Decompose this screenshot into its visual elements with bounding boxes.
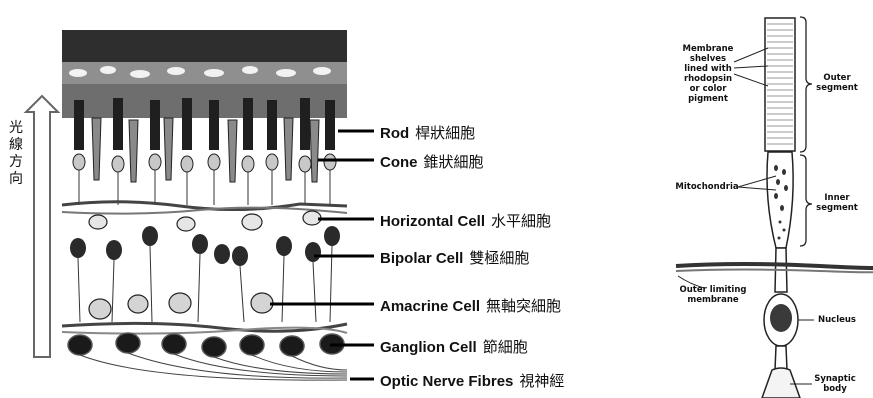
ganglion-cells xyxy=(68,333,344,357)
label-rod: Rod桿狀細胞 xyxy=(380,122,475,143)
label-bipolar-cell: Bipolar Cell雙極細胞 xyxy=(380,247,529,268)
amacrine-cells xyxy=(89,293,273,319)
label-horizontal-cell: Horizontal Cell水平細胞 xyxy=(380,210,551,231)
light-direction-arrow xyxy=(26,96,58,357)
receptor-bodies xyxy=(73,154,336,172)
synaptic-body-shape xyxy=(762,368,800,398)
bipolar-cells xyxy=(70,226,340,266)
outer-limiting-membrane-band xyxy=(676,264,873,268)
label-amacrine-cell: Amacrine Cell無軸突細胞 xyxy=(380,295,561,316)
label-mitochondria: Mitochondria xyxy=(674,182,740,192)
label-outer-limiting-membrane: Outer limiting membrane xyxy=(676,285,750,305)
label-cone: Cone錐狀細胞 xyxy=(380,151,484,172)
receptor-fibers xyxy=(79,170,330,205)
label-membrane-shelves: Membrane shelves lined with rhodopsin or… xyxy=(680,44,736,104)
cone-cells xyxy=(92,118,319,182)
label-outer-segment: Outer segment xyxy=(812,73,862,93)
label-ganglion-cell: Ganglion Cell節細胞 xyxy=(380,336,528,357)
label-synaptic-body: Synaptic body xyxy=(812,374,858,394)
light-direction-label: 光線方向 xyxy=(8,120,24,188)
label-inner-segment: Inner segment xyxy=(812,193,862,213)
inner-segment-shape xyxy=(767,152,793,248)
label-optic-nerve-fibres: Optic Nerve Fibres視神經 xyxy=(380,370,564,391)
outer-segment-shape xyxy=(765,18,795,151)
label-nucleus: Nucleus xyxy=(814,315,860,325)
